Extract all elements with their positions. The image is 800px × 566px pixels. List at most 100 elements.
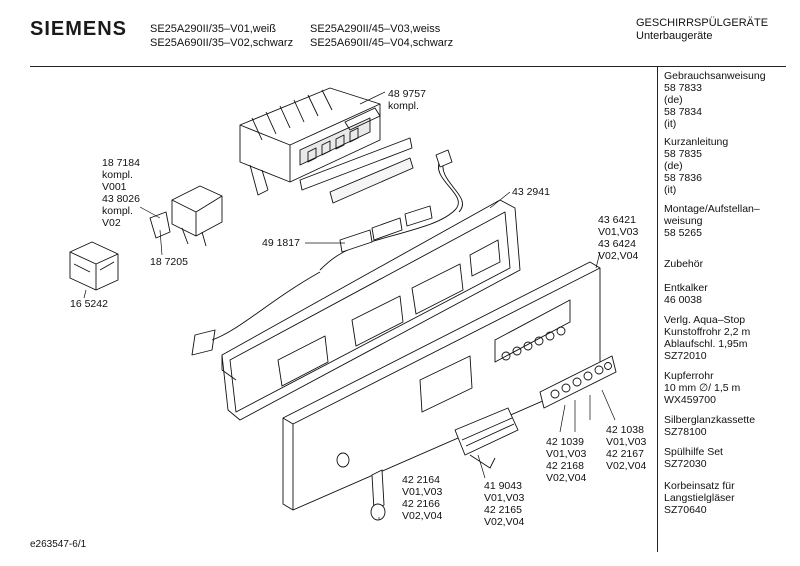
sidebar-line: 58 7835 — [664, 148, 702, 160]
part-number: 41 9043 — [484, 480, 522, 492]
sidebar-line: (it) — [664, 184, 677, 196]
sidebar-line: Silberglanzkassette — [664, 414, 756, 426]
part-note: V02,V04 — [402, 510, 443, 522]
sidebar-line: (it) — [664, 118, 677, 130]
brand-logo: SIEMENS — [30, 18, 128, 40]
part-note: kompl. — [388, 100, 419, 112]
sidebar-group: Spülhilfe Set SZ72030 — [664, 446, 723, 470]
sidebar-group: Kurzanleitung 58 7835 (de) 58 7836 (it) — [664, 136, 728, 196]
sidebar-line: Entkalker — [664, 282, 708, 294]
sidebar-line: Langstielgläser — [664, 492, 735, 504]
part-number: 42 1038 — [606, 424, 644, 436]
sidebar-line: 58 7836 — [664, 172, 702, 184]
sidebar-line: (de) — [664, 94, 683, 106]
part-note: V01,V03 — [484, 492, 525, 504]
sidebar-line: SZ72030 — [664, 458, 707, 470]
part-number: 43 6421 — [598, 214, 636, 226]
door-handle-part — [454, 407, 519, 469]
part-note: V01,V03 — [606, 436, 647, 448]
sidebar-line: weisung — [664, 215, 703, 227]
part-label: 42 2164 V01,V03 42 2166 V02,V04 — [402, 474, 442, 522]
model-line: SE25A690II/35–V02,schwarz — [150, 37, 294, 49]
sidebar-line: Zubehör — [664, 258, 704, 270]
sidebar-group: Silberglanzkassette SZ78100 — [664, 414, 755, 438]
sidebar-line: SZ78100 — [664, 426, 707, 438]
part-number: 18 7205 — [150, 256, 188, 268]
model-line: SE25A290II/35–V01,weiß — [150, 23, 276, 35]
category-subtitle: Unterbaugeräte — [636, 30, 713, 42]
leader-lines — [83, 91, 616, 519]
part-number: 42 2165 — [484, 504, 522, 516]
sidebar-line: 46 0038 — [664, 294, 702, 306]
model-right: SE25A290II/45–V03,weiss SE25A690II/45–V0… — [310, 22, 453, 50]
part-label: 41 9043 V01,V03 42 2165 V02,V04 — [484, 480, 524, 528]
sidebar-group: Entkalker 46 0038 — [664, 282, 708, 306]
part-note: V01,V03 — [402, 486, 443, 498]
sidebar-line: Gebrauchsanweisung — [664, 70, 766, 82]
key-strip-part — [539, 355, 617, 409]
sidebar-line: Verlg. Aqua–Stop — [664, 314, 746, 326]
part-number: 42 2167 — [606, 448, 644, 460]
part-label: 18 7184 kompl. V001 43 8026 kompl. V02 — [102, 157, 140, 229]
part-number: 43 6424 — [598, 238, 636, 250]
sidebar-line: Kunstoffrohr 2,2 m — [664, 326, 751, 338]
part-label: 48 9757 kompl. — [388, 88, 426, 112]
part-label: 18 7205 — [150, 256, 188, 268]
part-number: 48 9757 — [388, 88, 426, 100]
part-note: V01,V03 — [598, 226, 639, 238]
sidebar-divider — [657, 66, 658, 552]
part-label: 42 1038 V01,V03 42 2167 V02,V04 — [606, 424, 646, 472]
part-note: V02,V04 — [484, 516, 525, 528]
model-line: SE25A690II/45–V04,schwarz — [310, 37, 454, 49]
part-note: V001 — [102, 181, 127, 193]
part-label: 49 1817 — [262, 237, 300, 249]
sidebar-line: SZ70640 — [664, 504, 707, 516]
sidebar-line: 58 7834 — [664, 106, 702, 118]
sidebar-line: Kurzanleitung — [664, 136, 729, 148]
sidebar-group: Gebrauchsanweisung 58 7833 (de) 58 7834 … — [664, 70, 766, 130]
category-title: GESCHIRRSPÜLGERÄTE — [636, 17, 769, 29]
sidebar-group: Montage/Aufstellan– weisung 58 5265 — [664, 203, 760, 239]
sidebar-line: Ablaufschl. 1,95m — [664, 338, 748, 350]
model-line: SE25A290II/45–V03,weiss — [310, 23, 441, 35]
part-number: 42 2164 — [402, 474, 440, 486]
part-note: V02 — [102, 217, 121, 229]
sidebar-line: Montage/Aufstellan– — [664, 203, 760, 215]
wiring-harness-part — [191, 149, 463, 356]
sidebar-line: Spülhilfe Set — [664, 446, 723, 458]
relay-part — [149, 185, 223, 247]
part-number: 42 2168 — [546, 460, 584, 472]
part-label: 43 6421 V01,V03 43 6424 V02,V04 — [598, 214, 638, 262]
sidebar-line: 58 5265 — [664, 227, 702, 239]
part-number: 43 8026 — [102, 193, 140, 205]
sidebar-line: 58 7833 — [664, 82, 702, 94]
button-row-part — [501, 326, 566, 361]
sidebar-group: Zubehör — [664, 258, 703, 270]
category-block: GESCHIRRSPÜLGERÄTE Unterbaugeräte — [636, 17, 768, 43]
lever-part — [370, 469, 386, 521]
sidebar-group: Korbeinsatz für Langstielgläser SZ70640 — [664, 480, 735, 516]
part-label: 16 5242 — [70, 298, 108, 310]
part-number: 16 5242 — [70, 298, 108, 310]
part-note: kompl. — [102, 205, 133, 217]
sidebar-line: 10 mm ∅/ 1,5 m — [664, 382, 741, 394]
part-number: 42 2166 — [402, 498, 440, 510]
part-note: V02,V04 — [598, 250, 639, 262]
part-label: 43 2941 — [512, 186, 550, 198]
part-number: 49 1817 — [262, 237, 300, 249]
sidebar-line: SZ72010 — [664, 350, 707, 362]
sidebar-line: (de) — [664, 160, 683, 172]
model-left: SE25A290II/35–V01,weiß SE25A690II/35–V02… — [150, 22, 293, 50]
part-number: 42 1039 — [546, 436, 584, 448]
part-number: 18 7184 — [102, 157, 140, 169]
sidebar-group: Kupferrohr 10 mm ∅/ 1,5 m WX459700 — [664, 370, 740, 406]
sidebar-group: Verlg. Aqua–Stop Kunstoffrohr 2,2 m Abla… — [664, 314, 750, 362]
part-note: kompl. — [102, 169, 133, 181]
sidebar-line: Korbeinsatz für — [664, 480, 735, 492]
part-label: 42 1039 V01,V03 42 2168 V02,V04 — [546, 436, 586, 484]
connector-block-part — [69, 241, 119, 291]
document-id: e263547-6/1 — [30, 539, 87, 550]
sidebar-line: WX459700 — [664, 394, 716, 406]
part-note: V02,V04 — [546, 472, 587, 484]
part-note: V02,V04 — [606, 460, 647, 472]
